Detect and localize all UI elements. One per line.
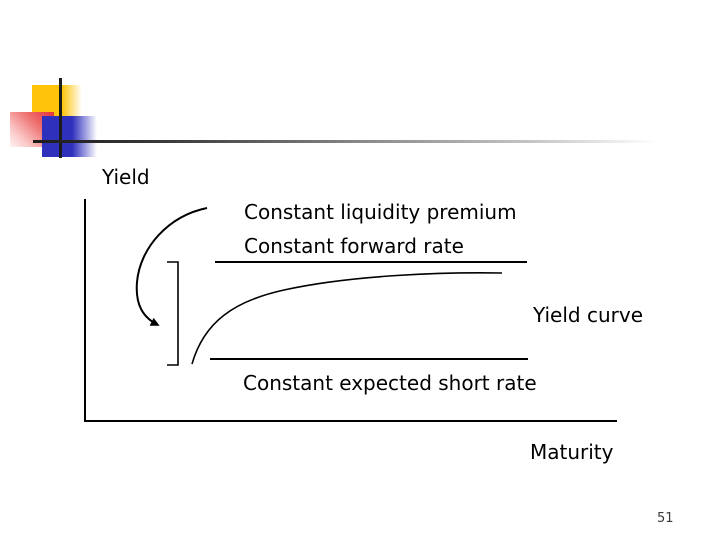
- decoration-blue-square: [42, 116, 97, 157]
- forward-rate-label: Constant forward rate: [244, 234, 464, 258]
- premium-bracket: [167, 261, 179, 366]
- expected-short-rate-line: [210, 358, 528, 360]
- liquidity-premium-label: Constant liquidity premium: [244, 200, 517, 224]
- page-number: 51: [657, 511, 674, 526]
- x-axis-label: Maturity: [530, 440, 614, 464]
- yield-curve-line: [191, 272, 503, 365]
- y-axis-line: [84, 199, 86, 422]
- expected-short-rate-label: Constant expected short rate: [243, 371, 537, 395]
- liquidity-premium-arrow: [135, 207, 208, 326]
- forward-rate-line: [215, 261, 527, 263]
- y-axis-label: Yield: [102, 165, 150, 189]
- header-divider-line: [33, 140, 670, 143]
- decoration-vertical-line: [59, 78, 62, 158]
- x-axis-line: [84, 420, 617, 422]
- yield-curve-label: Yield curve: [533, 303, 644, 327]
